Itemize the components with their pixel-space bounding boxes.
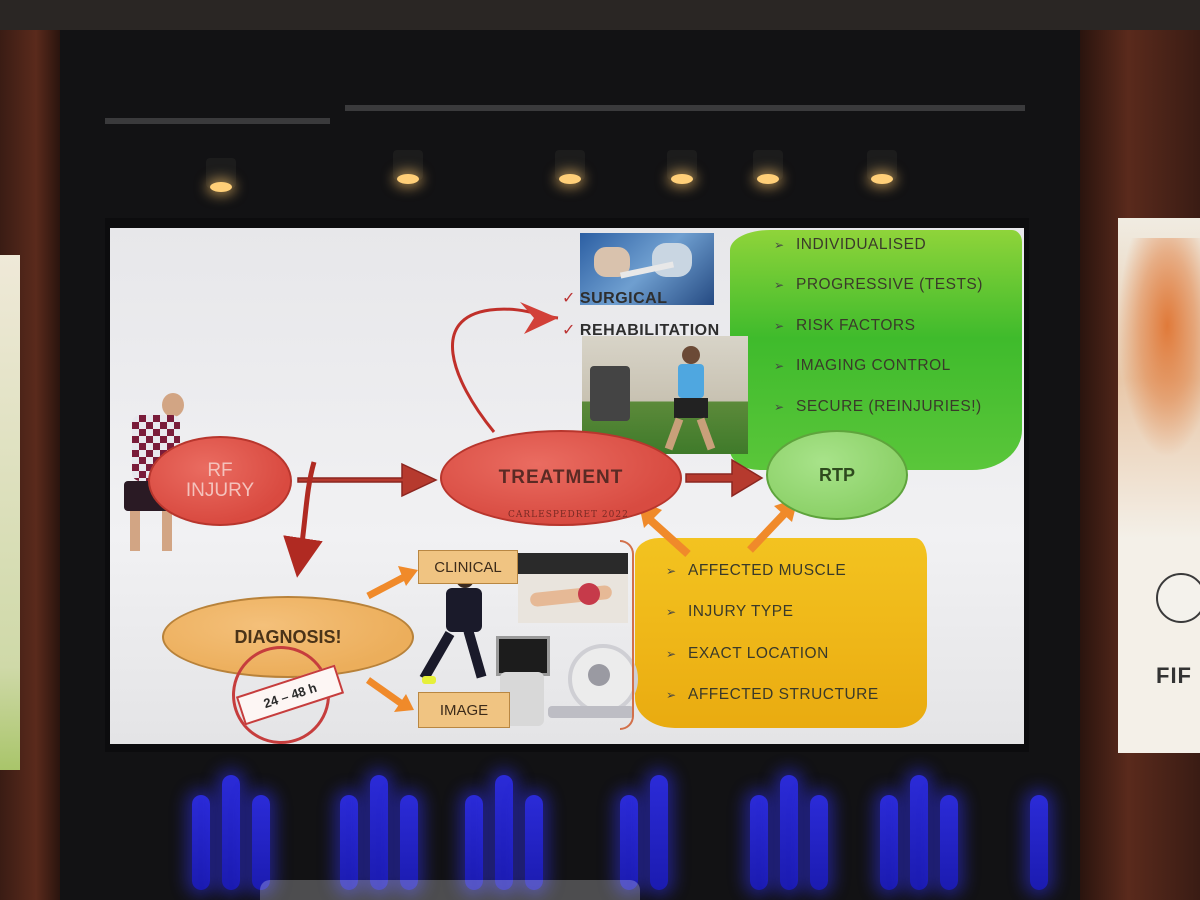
rf-injury-line2: INJURY	[185, 480, 255, 501]
rtp-principle: ➢INDIVIDUALISED	[774, 236, 927, 253]
banner-logo-text: FIF	[1156, 663, 1192, 688]
arrow-bullet-icon: ➢	[666, 564, 677, 578]
diagnosis-factor: ➢AFFECTED MUSCLE	[666, 562, 847, 579]
treatment-option: ✓SURGICAL	[562, 288, 667, 308]
diagnosis-factor: ➢AFFECTED STRUCTURE	[666, 686, 879, 703]
surgery-photo	[580, 233, 714, 305]
arrow-rf-to-diagnosis	[283, 461, 323, 578]
stage-light-icon	[555, 150, 585, 184]
rtp-node: RTP	[766, 430, 908, 520]
floor-sign	[260, 880, 640, 900]
stage-light-icon	[867, 150, 897, 184]
treatment-option-label: REHABILITATION	[579, 322, 720, 339]
stage-light-icon	[393, 150, 423, 184]
rtp-principle: ➢PROGRESSIVE (TESTS)	[774, 276, 983, 293]
lighting-truss	[345, 105, 1025, 111]
diagnosis-factor: ➢EXACT LOCATION	[666, 645, 829, 662]
arrow-bullet-icon: ➢	[774, 400, 785, 414]
arrow-bullet-icon: ➢	[666, 647, 677, 661]
rehabilitation-photo	[582, 336, 748, 454]
arrow-to-image	[365, 677, 405, 707]
right-banner: FIF	[1118, 218, 1200, 753]
rtp-label: RTP	[819, 464, 855, 485]
imaging-equipment-photo	[488, 630, 638, 730]
image-label: IMAGE	[439, 701, 489, 719]
arrow-factors-to-treatment	[645, 515, 691, 557]
clinical-exam-photo	[518, 553, 628, 623]
stage-light-icon	[753, 150, 783, 184]
stage-ceiling	[0, 0, 1200, 33]
treatment-option-label: SURGICAL	[579, 290, 668, 307]
led-light-row	[180, 755, 1080, 900]
stage-light-icon	[206, 158, 236, 192]
diagnosis-label: DIAGNOSIS!	[234, 626, 342, 647]
treatment-node: TREATMENT	[440, 430, 682, 526]
arrow-bullet-icon: ➢	[774, 238, 785, 252]
yellow-brush-highlight	[635, 538, 927, 728]
lighting-truss	[105, 118, 330, 124]
arrow-bullet-icon: ➢	[666, 605, 677, 619]
author-watermark: CARLESPEDRET 2022	[508, 510, 629, 520]
factors-bracket	[620, 540, 634, 730]
check-icon: ✓	[562, 322, 576, 339]
rf-injury-node: RF INJURY	[148, 436, 292, 526]
arrow-bullet-icon: ➢	[774, 278, 785, 292]
clinical-label: CLINICAL	[434, 558, 502, 576]
check-icon: ✓	[562, 290, 576, 307]
arrow-head-options	[520, 302, 558, 334]
rtp-principle: ➢IMAGING CONTROL	[774, 357, 951, 374]
paint-splash	[1118, 238, 1200, 458]
rtp-principle: ➢RISK FACTORS	[774, 317, 916, 334]
rf-injury-line1: RF	[207, 460, 233, 481]
rtp-principle: ➢SECURE (REINJURIES!)	[774, 398, 982, 415]
arrow-treatment-to-rtp	[685, 458, 764, 498]
diagnosis-factor: ➢INJURY TYPE	[666, 603, 794, 620]
arrow-bullet-icon: ➢	[774, 359, 785, 373]
clinical-box: CLINICAL	[418, 550, 518, 584]
presentation-slide: RF INJURY TREATMENT CARLESPEDRET 2022 RT…	[110, 228, 1024, 744]
diagnosis-node: DIAGNOSIS!	[162, 596, 414, 678]
left-banner	[0, 255, 20, 770]
arrow-rf-to-treatment	[297, 462, 438, 498]
treatment-label: TREATMENT	[498, 467, 624, 488]
seal-icon	[1156, 573, 1200, 623]
arrow-to-clinical	[366, 572, 408, 600]
green-brush-highlight	[730, 230, 1022, 470]
image-box: IMAGE	[418, 692, 510, 728]
treatment-option: ✓REHABILITATION	[562, 320, 720, 340]
arrow-factors-to-rtp	[747, 509, 789, 553]
arrow-bullet-icon: ➢	[774, 319, 785, 333]
stage-light-icon	[667, 150, 697, 184]
arrow-treatment-to-options	[451, 307, 559, 433]
arrow-bullet-icon: ➢	[666, 688, 677, 702]
